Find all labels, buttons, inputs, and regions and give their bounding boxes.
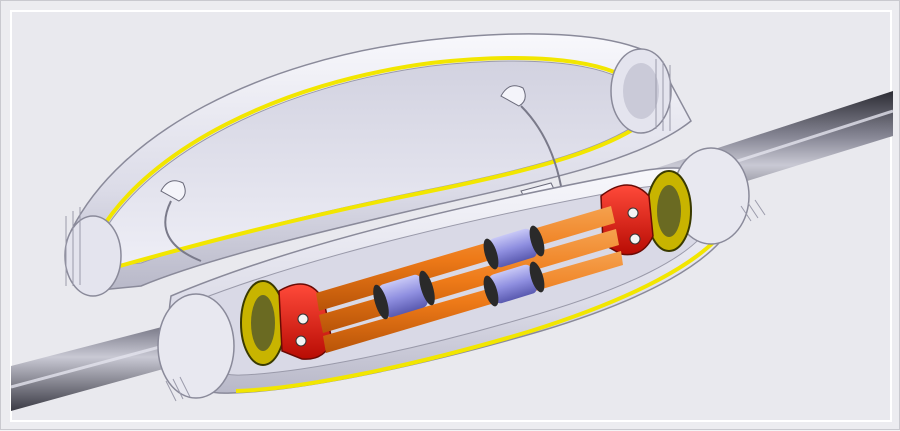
upper-shell-lid [64,33,692,297]
cable-grips [240,170,692,366]
blue-connectors [373,225,545,320]
